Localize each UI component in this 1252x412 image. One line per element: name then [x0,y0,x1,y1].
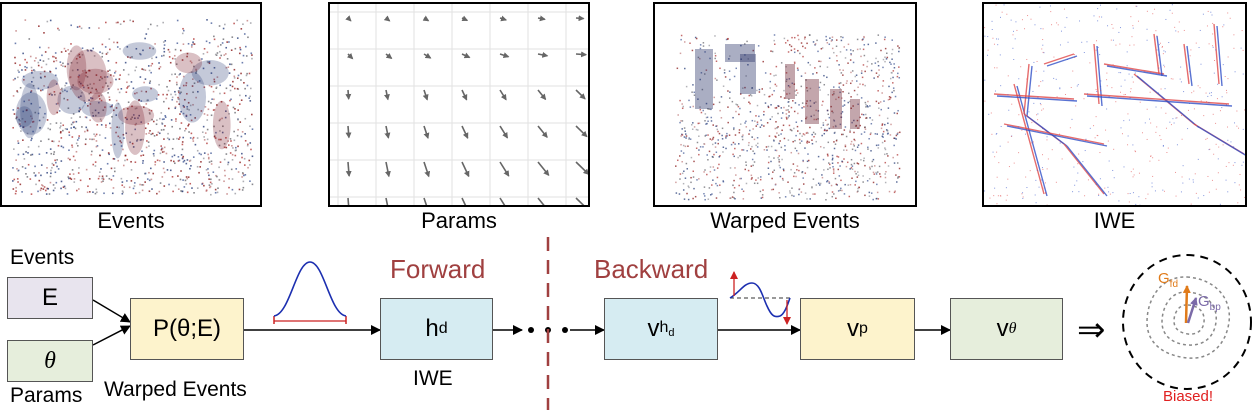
vtheta-main: v [996,315,1009,342]
events-to-warp-arrow [92,299,131,323]
hd-main: h [425,315,439,342]
vp-subscript: p [859,320,868,337]
vp-main: v [847,315,860,342]
iwe-edge-image [984,4,1245,205]
warped-events-point-cloud [675,34,901,201]
warped-events-label: Warped Events [104,378,247,401]
vhd-subscript: hd [659,318,675,340]
params-to-warp-arrow [92,325,131,346]
gaussian-kernel-icon [273,261,347,324]
vtheta-subscript: θ [1008,320,1017,337]
events-caption: Events [97,208,165,233]
warped-events-image-panel [653,2,917,207]
gfd-label: Gfd [1158,270,1179,290]
iwe-label: IWE [413,367,453,390]
params-caption: Params [421,208,497,233]
params-input-label: Params [10,384,83,407]
ellipsis-dot-1 [528,327,534,333]
warp-function-box: P(θ;E) [130,298,244,360]
iwe-caption: IWE [1093,208,1136,233]
params-vector-field [330,4,588,205]
gbp-vector [1186,297,1198,324]
gfd-vector [1182,285,1191,324]
forward-label: Forward [390,254,486,284]
backward-label: Backward [594,254,709,284]
gradient-contour-plot [1122,254,1252,390]
events-image-panel [0,2,262,207]
implies-symbol: ⇒ [1077,311,1106,349]
events-point-cloud [12,19,254,196]
params-image-panel [328,2,590,207]
theta-symbol: θ [44,347,56,374]
warped-events-caption: Warped Events [710,208,860,233]
params-input-box: θ [7,340,93,382]
ellipsis-dot-3 [562,327,568,333]
iwe-image-panel [982,2,1247,207]
biased-label: Biased! [1163,388,1214,405]
vhd-main: v [647,315,660,342]
events-input-label: Events [10,246,75,269]
kernel-derivative-icon [729,271,791,325]
events-input-box: E [7,277,93,319]
hd-subscript: d [438,320,448,337]
gbp-label: Gbp [1198,293,1221,313]
